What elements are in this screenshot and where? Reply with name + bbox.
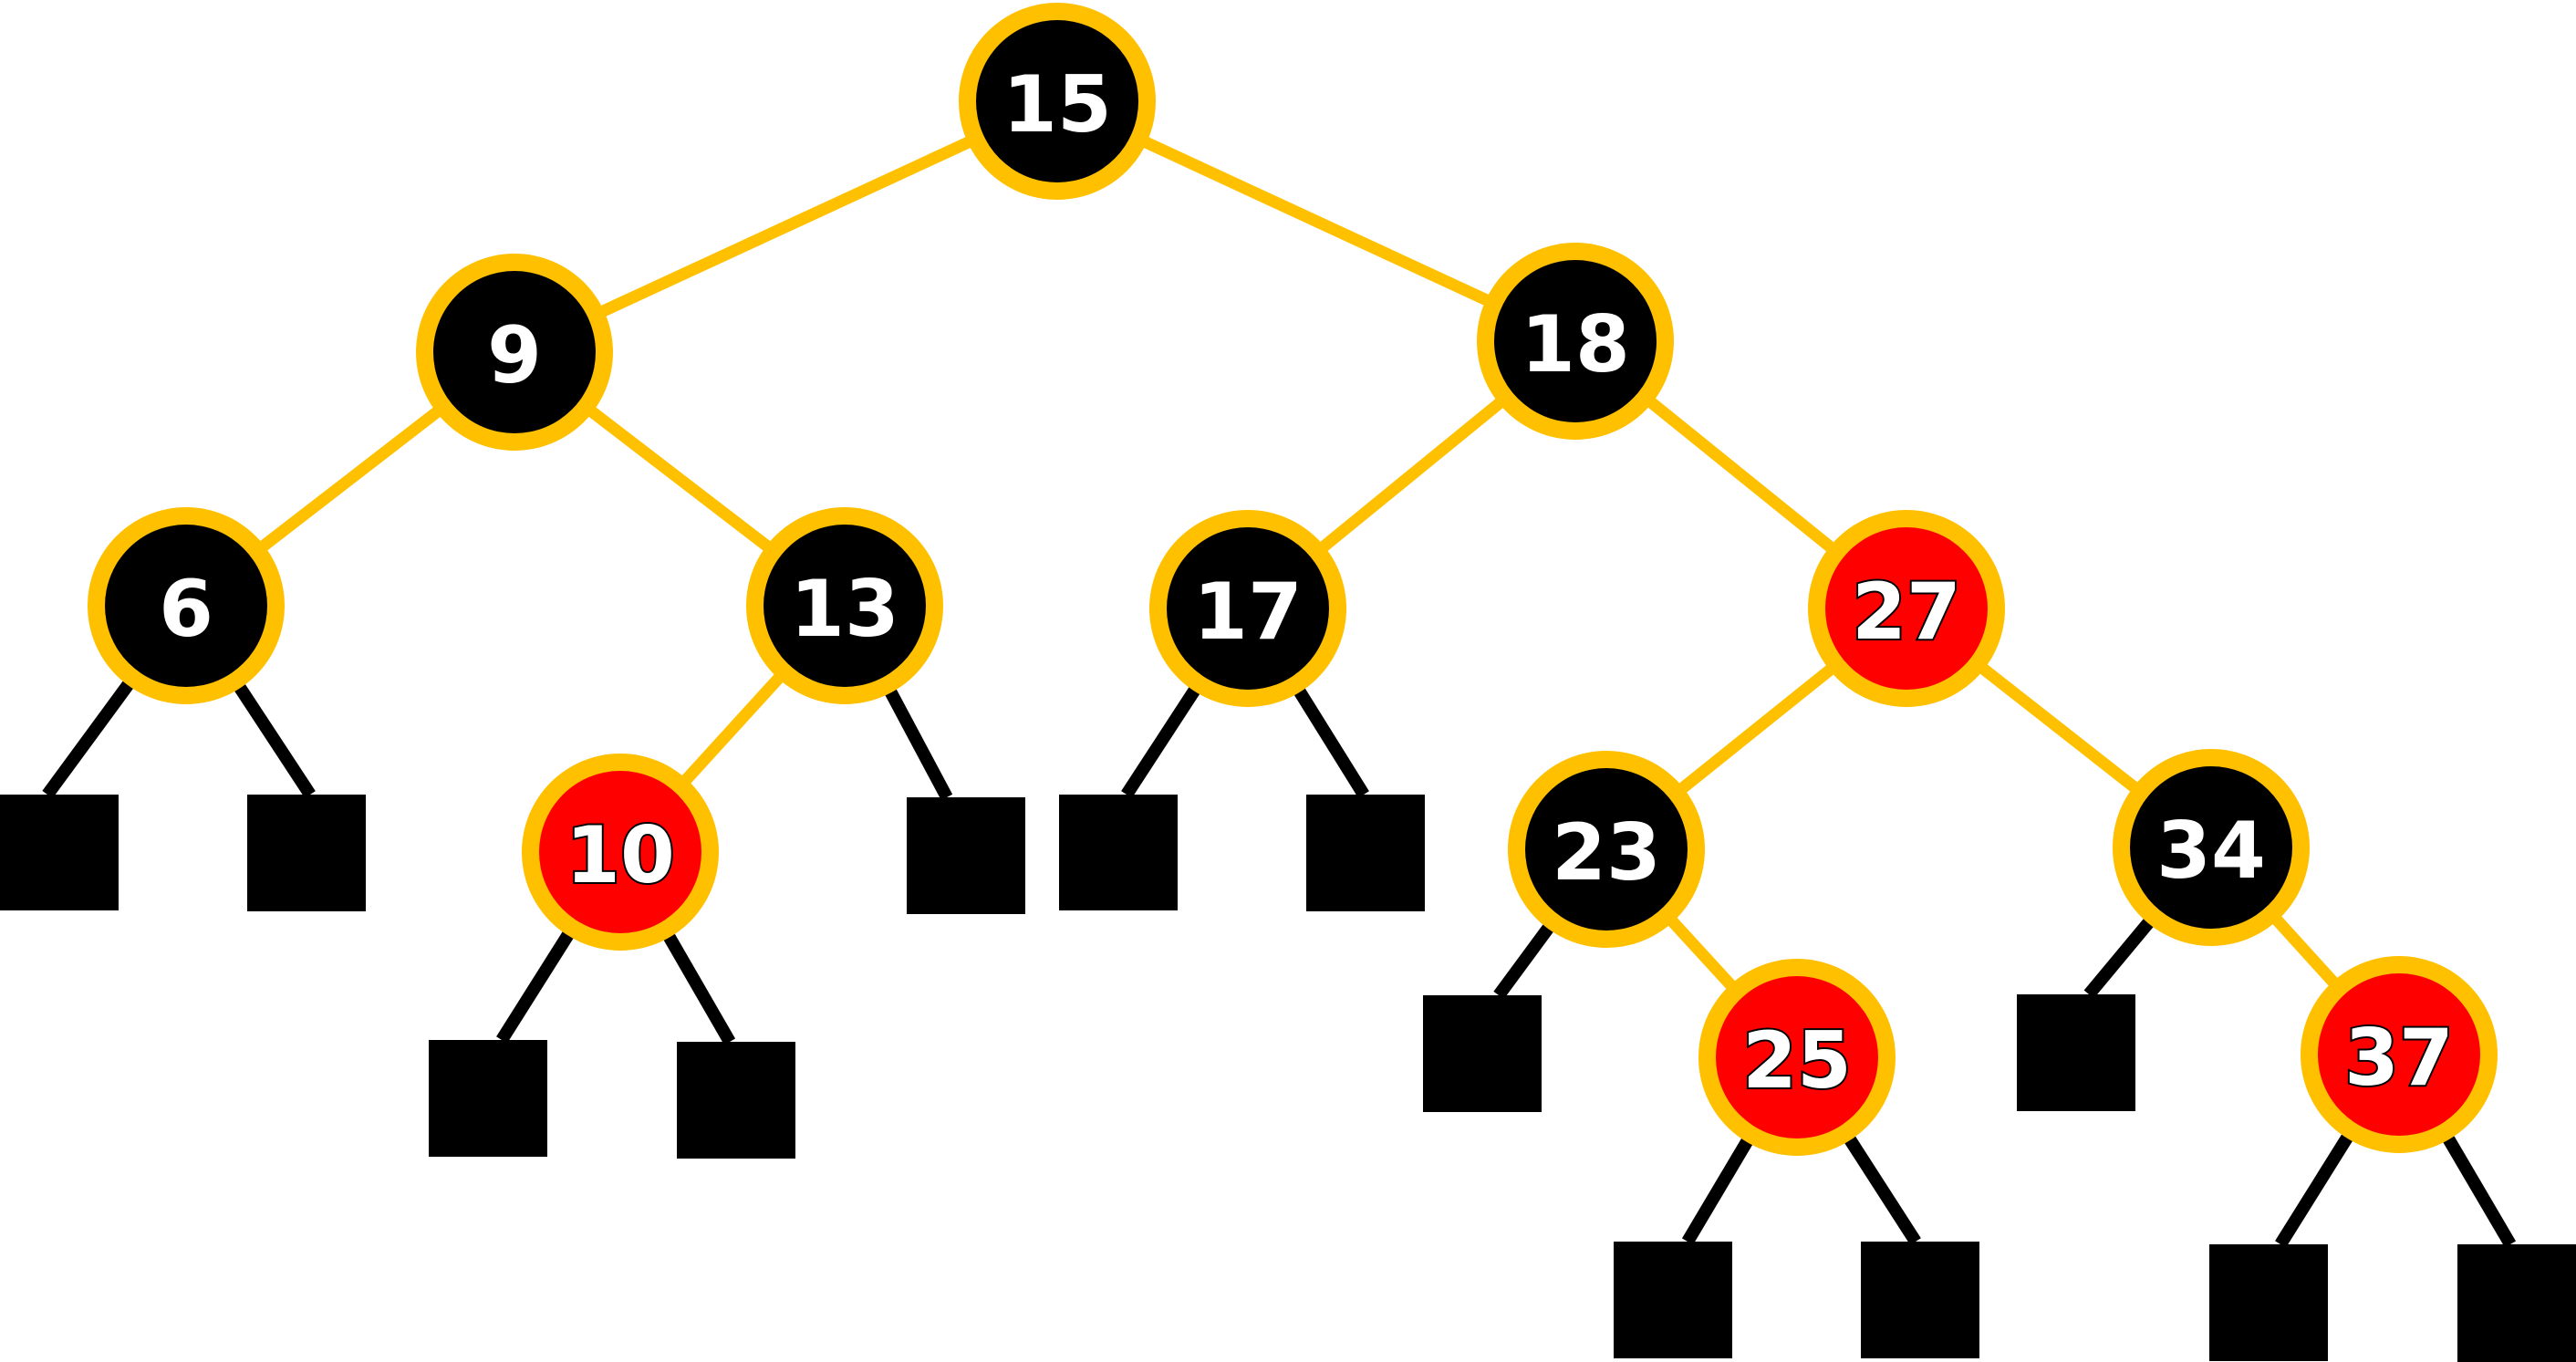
tree-node-34: 34 xyxy=(2113,749,2310,946)
nil-leaf-nil-25-right xyxy=(1861,1242,1979,1358)
node-fill-black xyxy=(105,525,267,687)
node-fill-black xyxy=(976,20,1138,182)
nil-leaf-nil-25-left xyxy=(1614,1242,1732,1358)
tree-node-15: 15 xyxy=(959,3,1156,200)
node-key-label: 9 xyxy=(487,310,542,401)
node-key-label: 37 xyxy=(2344,1013,2454,1104)
nil-leaf-nil-37-left xyxy=(2209,1244,2328,1361)
node-fill-red xyxy=(1716,976,1878,1138)
nil-leaf-nil-37-right xyxy=(2457,1244,2576,1362)
node-key-label: 6 xyxy=(159,564,213,655)
nodes-layer: 15 9 18 6 13 17 27 10 23 34 25 37 xyxy=(88,3,2498,1156)
node-fill-black xyxy=(1167,527,1329,690)
nil-leaf-nil-17-right xyxy=(1306,795,1425,911)
node-key-label: 25 xyxy=(1742,1015,1852,1107)
tree-node-18: 18 xyxy=(1477,243,1674,440)
nil-leaf-nil-10-right xyxy=(677,1042,795,1159)
tree-node-27: 27 xyxy=(1808,510,2005,707)
node-key-label: 27 xyxy=(1852,567,1961,658)
node-fill-black xyxy=(763,525,926,687)
tree-node-37: 37 xyxy=(2301,956,2498,1153)
nil-leaf-nil-6-right xyxy=(247,795,366,911)
nil-leaf-nil-10-left xyxy=(429,1040,547,1157)
tree-node-9: 9 xyxy=(416,254,613,451)
node-fill-black xyxy=(433,271,596,433)
nil-leaf-nil-6-left xyxy=(0,795,119,910)
tree-node-10: 10 xyxy=(522,754,719,951)
tree-node-17: 17 xyxy=(1149,510,1346,707)
node-key-label: 17 xyxy=(1193,567,1303,658)
node-key-label: 34 xyxy=(2156,806,2266,897)
node-fill-black xyxy=(2130,766,2292,929)
node-key-label: 10 xyxy=(566,810,675,901)
nil-leaves-layer xyxy=(0,795,2576,1362)
nil-leaf-nil-23-left xyxy=(1423,995,1542,1112)
tree-node-25: 25 xyxy=(1698,959,1896,1156)
node-fill-red xyxy=(2318,973,2480,1136)
nil-leaf-nil-13-right xyxy=(907,797,1025,914)
node-fill-black xyxy=(1525,768,1688,931)
tree-node-23: 23 xyxy=(1508,751,1705,948)
node-key-label: 13 xyxy=(790,564,899,655)
node-fill-red xyxy=(1825,527,1988,690)
node-fill-black xyxy=(1494,260,1657,422)
node-fill-red xyxy=(539,771,701,933)
nil-leaf-nil-34-left xyxy=(2017,994,2135,1111)
tree-node-13: 13 xyxy=(746,507,943,704)
tree-node-6: 6 xyxy=(88,507,285,704)
nil-leaf-nil-17-left xyxy=(1059,795,1178,910)
node-key-label: 18 xyxy=(1521,299,1630,390)
edge-n15-n9 xyxy=(512,96,1060,358)
node-key-label: 23 xyxy=(1552,807,1661,899)
node-key-label: 15 xyxy=(1002,59,1112,151)
